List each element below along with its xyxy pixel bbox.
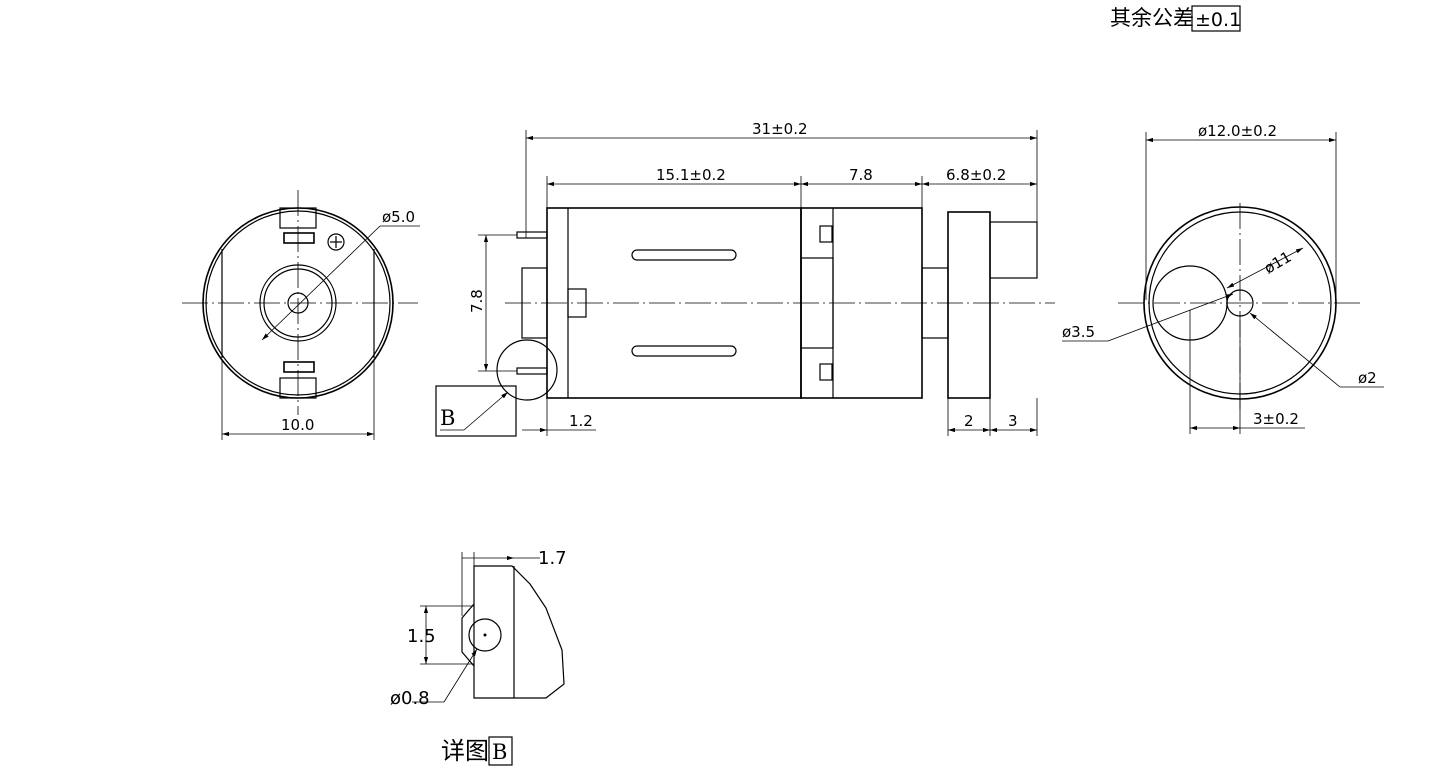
overall-length-label: 31±0.2: [752, 120, 808, 138]
shaft-hole-dia-label: ø3.5: [1062, 323, 1095, 341]
eccentric-weight: [947, 211, 991, 399]
shaft-dia-label: ø2: [1358, 369, 1377, 387]
terminal-bottom: [516, 367, 548, 375]
body-length-label: 15.1±0.2: [656, 166, 726, 184]
detail-b-callout: B: [440, 406, 455, 430]
weight-dia-dim: [1226, 247, 1304, 289]
end-view: ø12.0±0.2 ø11 ø3.5 ø2 3±0.2: [1062, 122, 1384, 434]
detail-width-label: 1.7: [538, 548, 567, 569]
detail-caption-box: [488, 736, 513, 766]
detail-caption: 详图: [441, 737, 489, 765]
front-boss-outer: [259, 264, 337, 342]
detail-b-box: [435, 385, 517, 437]
body-slot-top: [631, 249, 737, 261]
shaft-dia-leader: [1249, 312, 1341, 388]
weight-dia-label: ø11: [1261, 248, 1294, 278]
detail-b-hole: [468, 618, 502, 652]
front-terminal-top: [279, 207, 317, 229]
tolerance-value: ±0.1: [1195, 9, 1241, 31]
front-dia-label: ø5.0: [382, 208, 415, 226]
end-cap: [521, 267, 548, 339]
detail-caption-ref: B: [492, 740, 507, 764]
tolerance-box: [1191, 5, 1241, 32]
weight-lobe: [989, 221, 1038, 279]
tolerance-label: 其余公差: [1110, 6, 1194, 30]
detail-hole-dia-label: ø0.8: [390, 688, 430, 709]
detail-hole-leader: [443, 648, 478, 703]
end-shaft-circle: [1226, 289, 1254, 317]
eccentric-offset-label: 3±0.2: [1253, 410, 1299, 428]
front-dia-leader: [261, 225, 381, 341]
cap-length-label: 7.8: [849, 166, 873, 184]
front-shaft: [287, 292, 309, 314]
front-inner-rim: [205, 210, 391, 396]
front-terminal-bottom-pad: [283, 361, 315, 373]
front-width-label: 10.0: [281, 416, 314, 434]
detail-b-body: [473, 565, 565, 699]
weight-gap-label: 2: [964, 412, 974, 430]
weight-thickness-label: 3: [1008, 412, 1018, 430]
detail-b-circle: [496, 339, 558, 401]
detail-b-tab: [461, 603, 475, 667]
front-terminal-bottom: [279, 377, 317, 399]
detail-height-label: 1.5: [407, 626, 436, 647]
terminal-top: [516, 231, 548, 239]
weight-length-label: 6.8±0.2: [946, 166, 1006, 184]
end-outer-dia-label: ø12.0±0.2: [1198, 122, 1277, 140]
front-boss-inner: [263, 268, 333, 338]
front-terminal-top-pad: [283, 232, 315, 244]
terminal-spacing-label: 7.8: [468, 289, 486, 313]
tolerance-note: 其余公差 ±0.1: [1110, 5, 1241, 32]
side-view: B 31±0.2 15.1±0.2 7.8 6.8±0.2 7.8 1.2 2 …: [435, 120, 1055, 437]
front-view: ø5.0 10.0: [182, 190, 420, 440]
shaft-hole-leader: [1107, 293, 1234, 342]
terminal-offset-label: 1.2: [569, 412, 593, 430]
plus-mark-icon: [327, 233, 345, 251]
body-slot-bottom: [631, 345, 737, 357]
detail-b-view: 1.7 1.5 ø0.8 详图 B: [390, 548, 567, 766]
